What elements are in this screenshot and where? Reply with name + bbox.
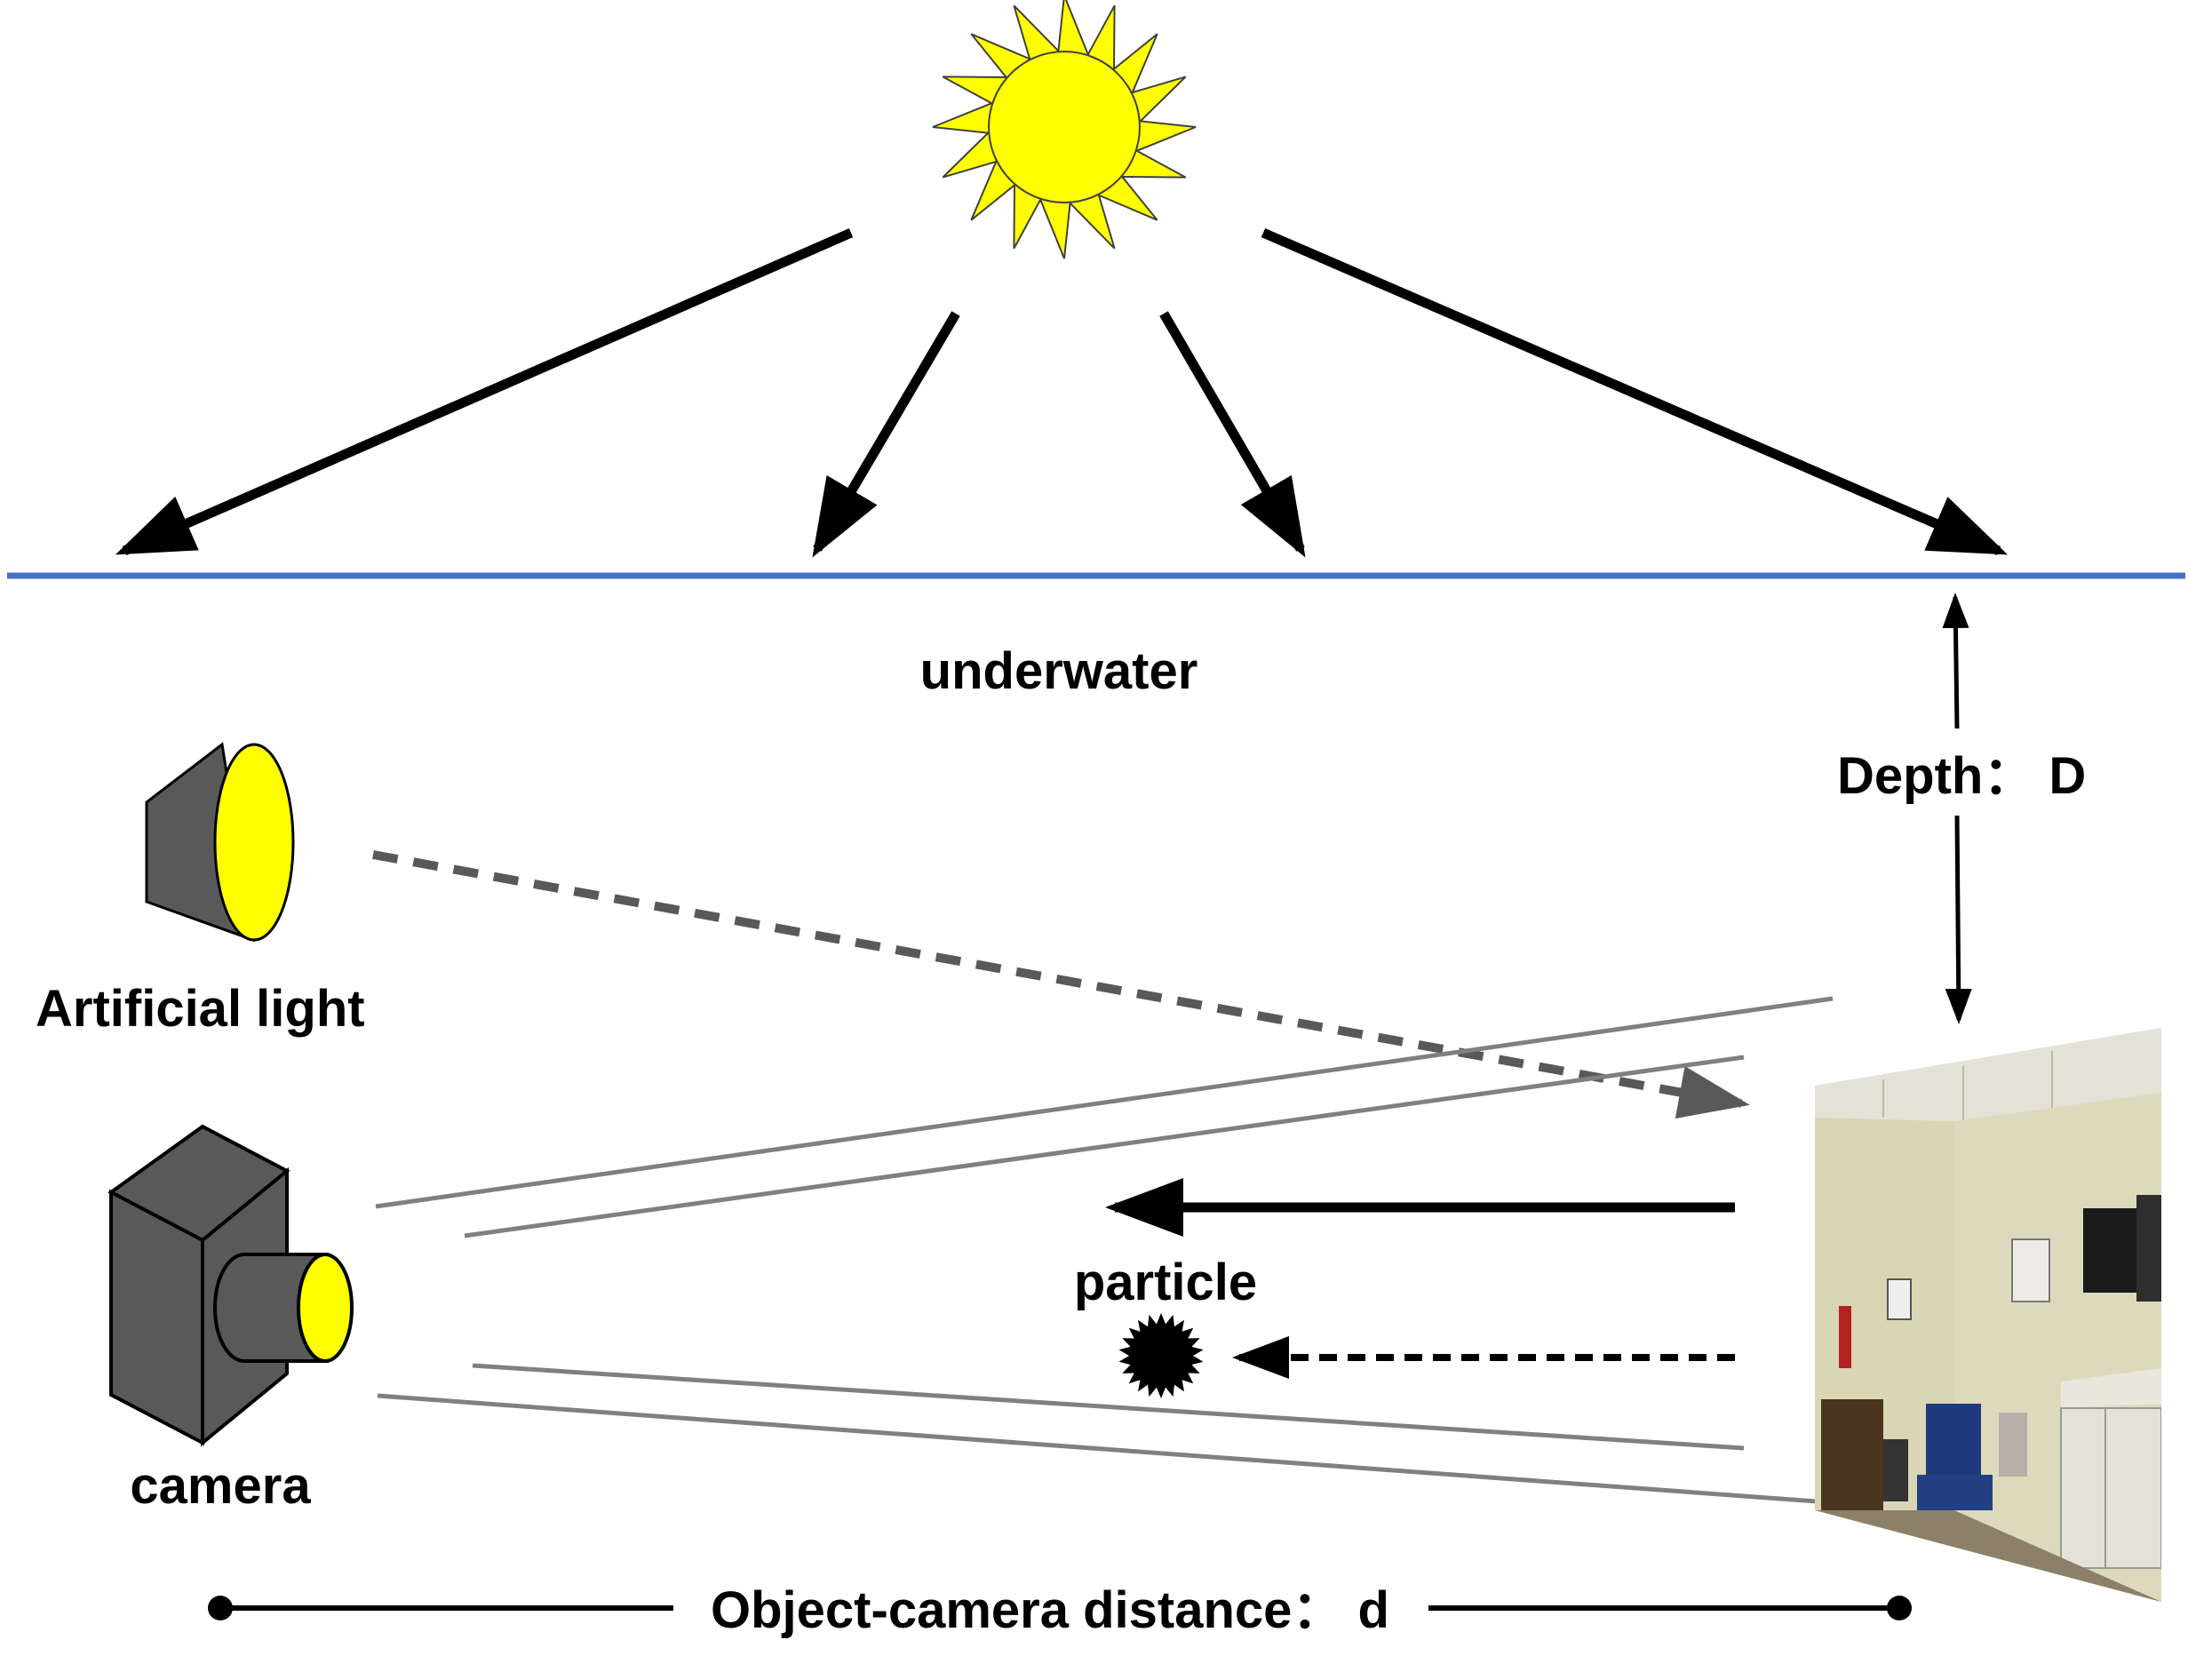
fov-line-3 (472, 1363, 1745, 1451)
fov-line-1 (375, 996, 1834, 1209)
sunlight-arrow-1 (115, 227, 854, 556)
sunlight-arrow-2 (812, 311, 960, 558)
distance-endpoint-right (1887, 1596, 1912, 1620)
depth-arrow-top (1942, 593, 1969, 729)
sunlight-arrow-4 (1261, 227, 2009, 556)
distance-label: Object-camera distance： d (711, 1581, 1389, 1639)
camera-icon (107, 1124, 354, 1447)
indoor-scene-photo (1815, 1028, 2161, 1602)
sun-icon (932, 0, 1197, 259)
distance-endpoint-left (208, 1596, 233, 1620)
fov-line-4 (377, 1393, 1818, 1504)
sunlight-arrow-3 (1159, 311, 1306, 558)
camera-label: camera (130, 1457, 311, 1515)
spotlight-icon (145, 742, 295, 943)
artificial-light-ray (372, 850, 1750, 1119)
fov-line-2 (464, 1055, 1745, 1238)
particle-label: particle (1074, 1254, 1257, 1311)
artificial-light-label: Artificial light (36, 980, 365, 1038)
underwater-label: underwater (920, 642, 1198, 700)
depth-label: Depth： D (1837, 747, 2086, 805)
depth-arrow-bottom (1945, 815, 1972, 1024)
particle-icon (1118, 1313, 1204, 1398)
